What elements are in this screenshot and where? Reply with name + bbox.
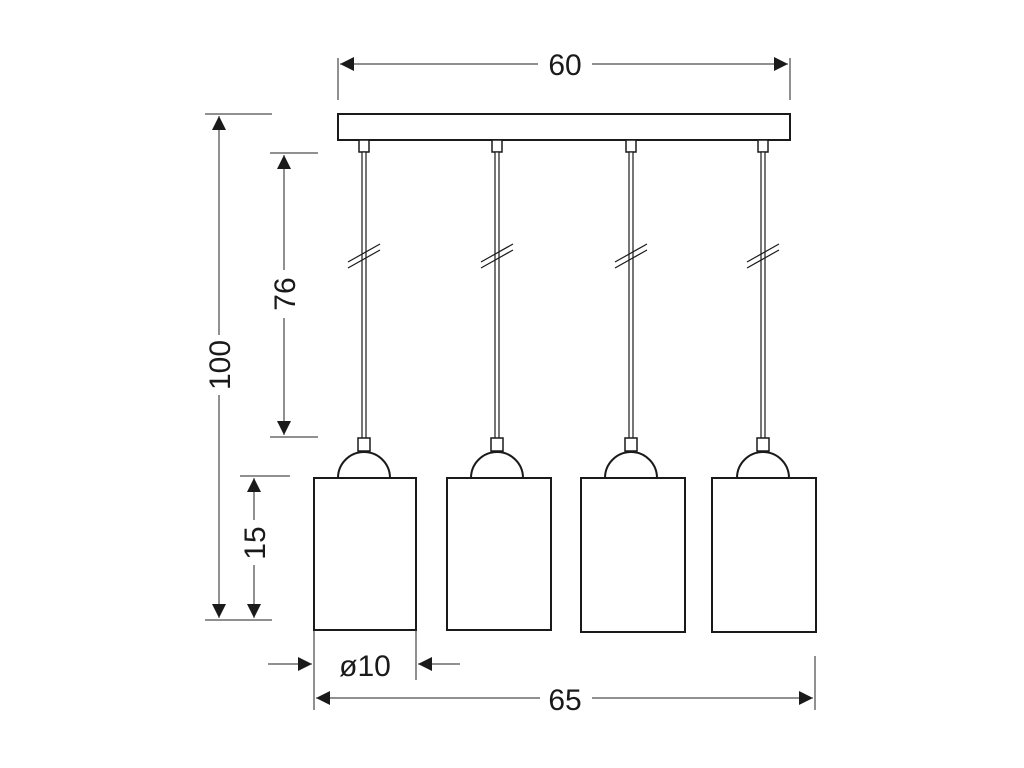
cable-top-connector bbox=[757, 139, 769, 153]
dimension-shade-diameter: ø10 bbox=[268, 630, 460, 710]
ceiling-canopy bbox=[337, 113, 791, 141]
dimension-label-65: 65 bbox=[548, 684, 581, 717]
cable-break-mark bbox=[746, 243, 780, 263]
lamp-socket-dome bbox=[736, 451, 790, 479]
lamp-socket-dome bbox=[470, 451, 524, 479]
cable-break-mark bbox=[480, 243, 514, 263]
dimension-total-height: 100 bbox=[204, 113, 272, 621]
suspension-cable bbox=[760, 151, 766, 440]
cable-break-mark bbox=[347, 249, 381, 269]
cylinder-shade bbox=[446, 477, 552, 631]
dimension-label-60: 60 bbox=[548, 49, 581, 82]
cable-bottom-connector bbox=[490, 437, 504, 452]
dimension-cable-length: 76 bbox=[269, 152, 318, 438]
suspension-cable bbox=[494, 151, 500, 440]
dimension-label-76: 76 bbox=[269, 277, 302, 310]
suspension-cable bbox=[628, 151, 634, 440]
dimension-label-15: 15 bbox=[239, 526, 272, 559]
cable-break-mark bbox=[480, 249, 514, 269]
cylinder-shade bbox=[711, 477, 817, 633]
cable-bottom-connector bbox=[357, 437, 371, 452]
cable-top-connector bbox=[625, 139, 637, 153]
cylinder-shade bbox=[313, 477, 417, 631]
pendant-lamps bbox=[313, 139, 817, 633]
pendant-lamp-1 bbox=[313, 139, 417, 631]
cable-break-mark bbox=[347, 243, 381, 263]
cable-top-connector bbox=[491, 139, 503, 153]
dimension-label-100: 100 bbox=[204, 340, 237, 390]
dimension-label-diameter: ø10 bbox=[339, 650, 391, 683]
lamp-socket-dome bbox=[604, 451, 658, 479]
cable-break-mark bbox=[746, 249, 780, 269]
cable-bottom-connector bbox=[756, 437, 770, 452]
suspension-cable bbox=[361, 151, 367, 440]
pendant-lamp-2 bbox=[446, 139, 552, 631]
dimension-shade-height: 15 bbox=[239, 475, 290, 618]
pendant-lamp-4 bbox=[711, 139, 817, 633]
lamp-socket-dome bbox=[337, 451, 391, 479]
cable-break-mark bbox=[614, 243, 648, 263]
pendant-lamp-3 bbox=[580, 139, 686, 633]
cable-break-mark bbox=[614, 249, 648, 269]
dimension-overall-width: 65 bbox=[316, 656, 816, 717]
cable-top-connector bbox=[358, 139, 370, 153]
dimension-canopy-width: 60 bbox=[337, 49, 791, 100]
cylinder-shade bbox=[580, 477, 686, 633]
cable-bottom-connector bbox=[624, 437, 638, 452]
